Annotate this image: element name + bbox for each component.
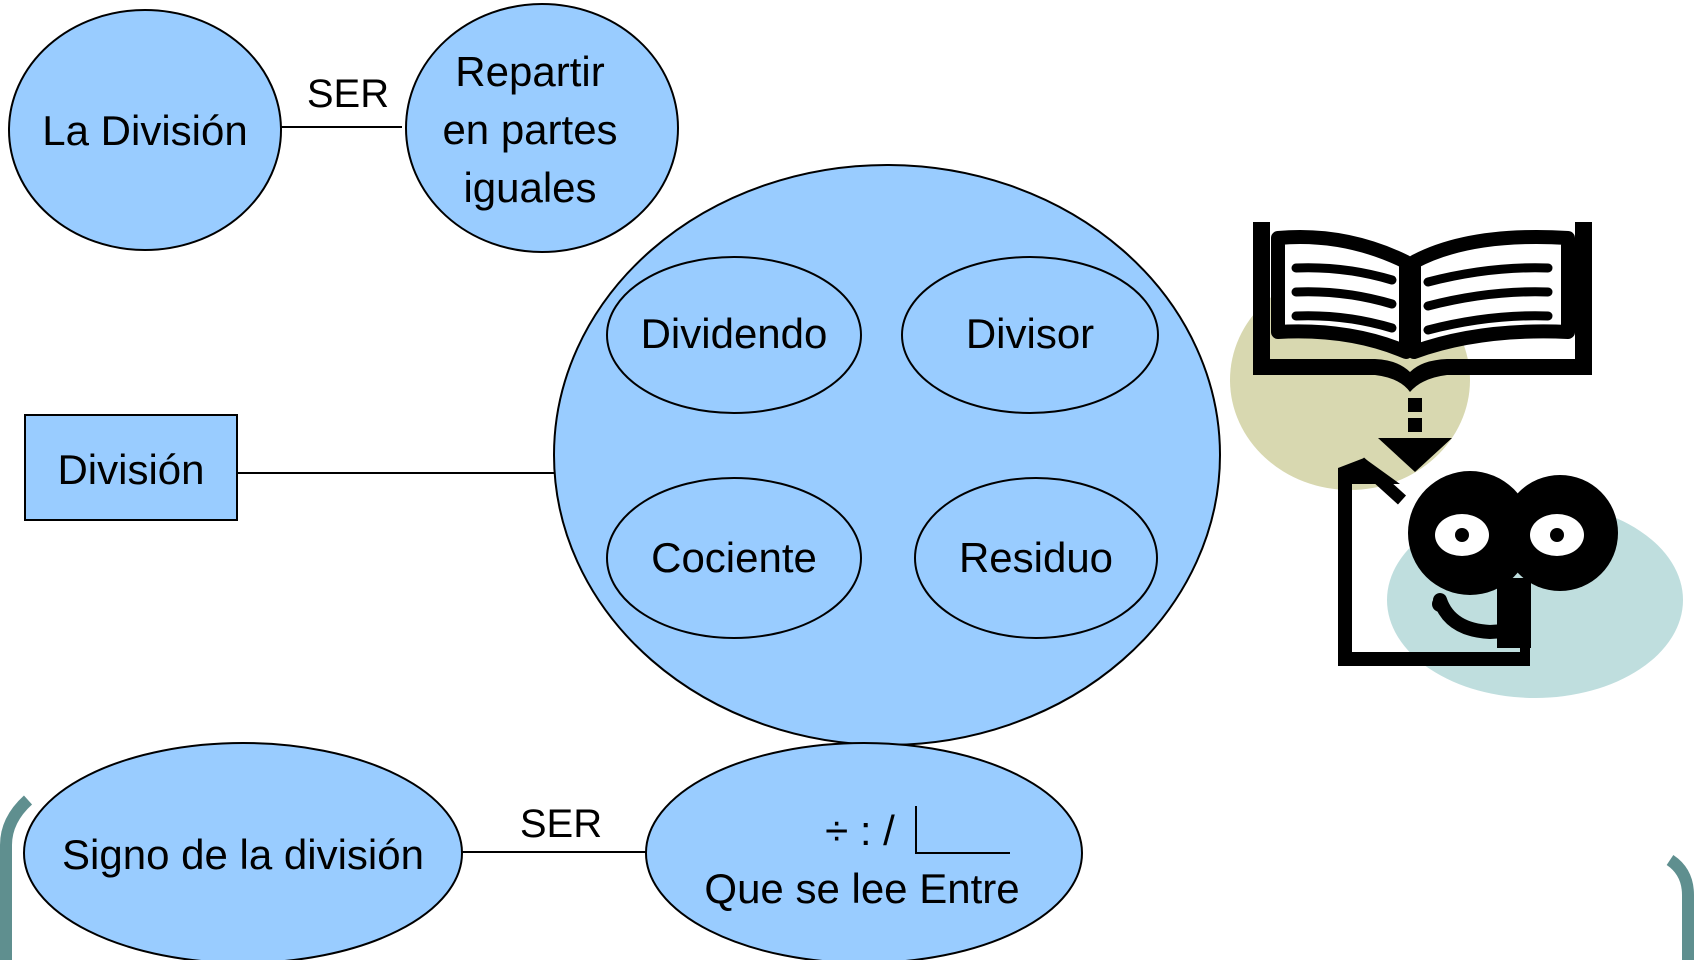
residuo-node [914, 477, 1158, 639]
slide-frame-arc [0, 795, 33, 960]
reading-label: Que se lee Entre [704, 865, 1019, 912]
ser-relation-top: SER [307, 72, 389, 116]
repartir-line-3: iguales [463, 164, 596, 211]
residuo-label: Residuo [959, 534, 1113, 581]
dividendo-node [606, 256, 862, 414]
repartir-line-1: Repartir [455, 48, 604, 95]
cociente-node [606, 477, 862, 639]
dividendo-label: Dividendo [641, 310, 828, 357]
long-division-bracket-icon [915, 806, 1010, 854]
repartir-node [405, 3, 679, 253]
la-division-node [8, 9, 282, 251]
la-division-label: La División [42, 107, 247, 154]
slide-frame-arc-right [1666, 855, 1694, 960]
symbols-node [645, 742, 1083, 960]
arrow-down-icon [1378, 398, 1452, 472]
repartir-line-2: en partes [442, 106, 617, 153]
parts-container [553, 164, 1221, 746]
signo-node [23, 742, 463, 960]
ser-relation-bottom: SER [520, 802, 602, 846]
cociente-label: Cociente [651, 534, 817, 581]
divisor-node [901, 256, 1159, 414]
divisor-label: Divisor [966, 310, 1094, 357]
division-symbols: ÷ : / [825, 807, 895, 854]
division-box [24, 414, 238, 521]
signo-label: Signo de la división [62, 831, 424, 878]
division-box-label: División [57, 446, 204, 493]
open-book-icon [1253, 222, 1592, 392]
reader-clipart [1230, 222, 1683, 698]
reader-face-icon [1338, 457, 1618, 666]
